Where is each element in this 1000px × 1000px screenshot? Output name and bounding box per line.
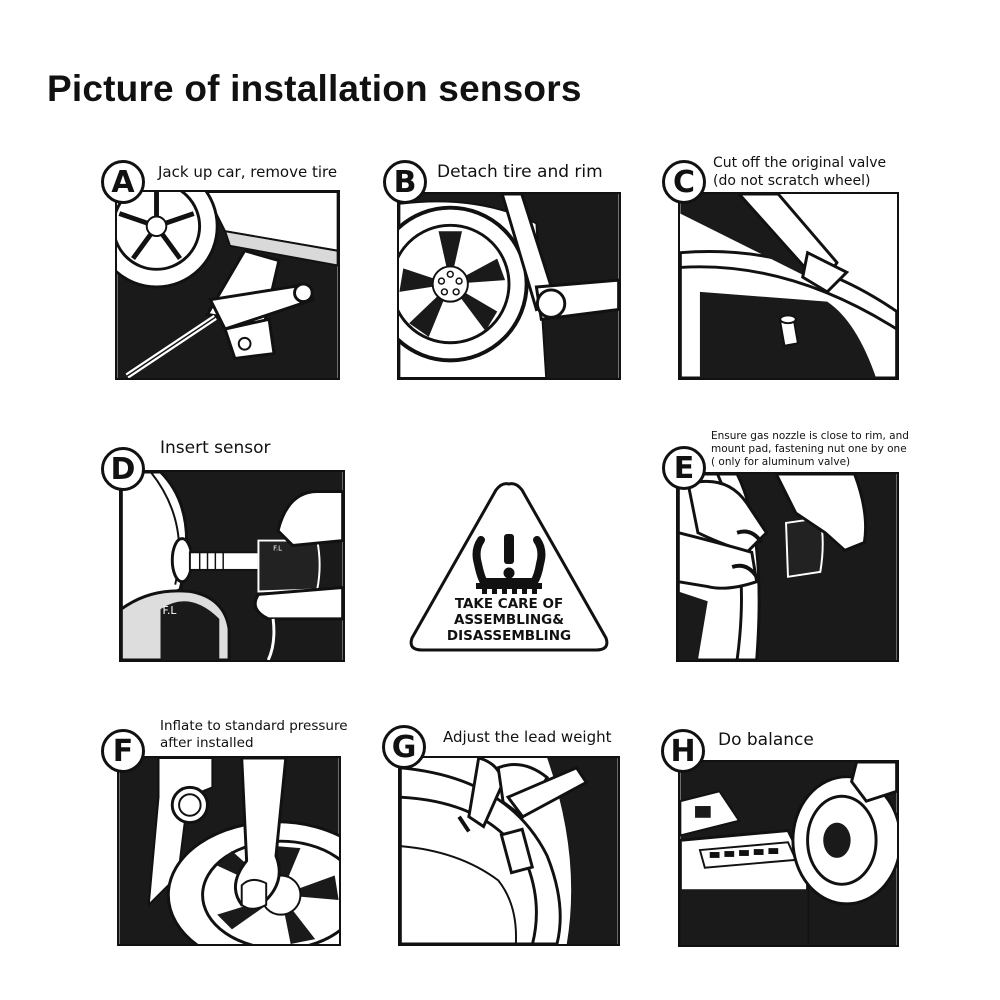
lead-weight-illustration	[400, 758, 618, 944]
step-a-badge: A	[101, 160, 145, 204]
step-c-badge: C	[662, 160, 706, 204]
step-g-illustration	[398, 756, 620, 946]
step-h-illustration	[678, 760, 899, 947]
sensor-marking: F.L	[162, 604, 176, 617]
step-e-badge: E	[662, 446, 706, 490]
step-f-caption: Inflate to standard pressure after insta…	[160, 718, 348, 751]
warning-triangle-icon	[409, 482, 609, 652]
sensor-insert-illustration: F.L F.L	[121, 472, 343, 660]
valve-cutter-illustration	[680, 194, 897, 378]
warning-sign: TAKE CARE OF ASSEMBLING& DISASSEMBLING	[406, 478, 612, 656]
page-title: Picture of installation sensors	[47, 68, 582, 109]
step-e-illustration	[676, 472, 899, 662]
step-d-caption: Insert sensor	[160, 438, 271, 458]
warning-text: TAKE CARE OF ASSEMBLING& DISASSEMBLING	[446, 596, 572, 644]
car-jack-illustration	[117, 192, 338, 378]
step-f-badge: F	[101, 729, 145, 773]
step-e-caption: Ensure gas nozzle is close to rim, and m…	[711, 430, 909, 468]
step-b-caption: Detach tire and rim	[437, 162, 603, 182]
tire-changer-illustration	[399, 194, 619, 378]
step-b-illustration	[397, 192, 621, 380]
wheel-balancer-illustration	[680, 762, 897, 945]
tire-inflation-illustration	[119, 758, 339, 944]
step-a-caption: Jack up car, remove tire	[158, 163, 338, 181]
step-c-caption: Cut off the original valve (do not scrat…	[713, 155, 887, 189]
step-d-badge: D	[101, 447, 145, 491]
step-g-badge: G	[382, 725, 426, 769]
step-a-illustration	[115, 190, 340, 380]
tpms-warning-icon	[472, 534, 546, 594]
step-d-illustration: F.L F.L	[119, 470, 345, 662]
step-h-caption: Do balance	[718, 730, 814, 750]
nut-fastening-illustration	[678, 474, 897, 660]
step-h-badge: H	[661, 729, 705, 773]
step-c-illustration	[678, 192, 899, 380]
step-f-illustration	[117, 756, 341, 946]
sensor-marking-small: F.L	[273, 544, 282, 552]
step-b-badge: B	[383, 160, 427, 204]
step-g-caption: Adjust the lead weight	[443, 728, 612, 746]
